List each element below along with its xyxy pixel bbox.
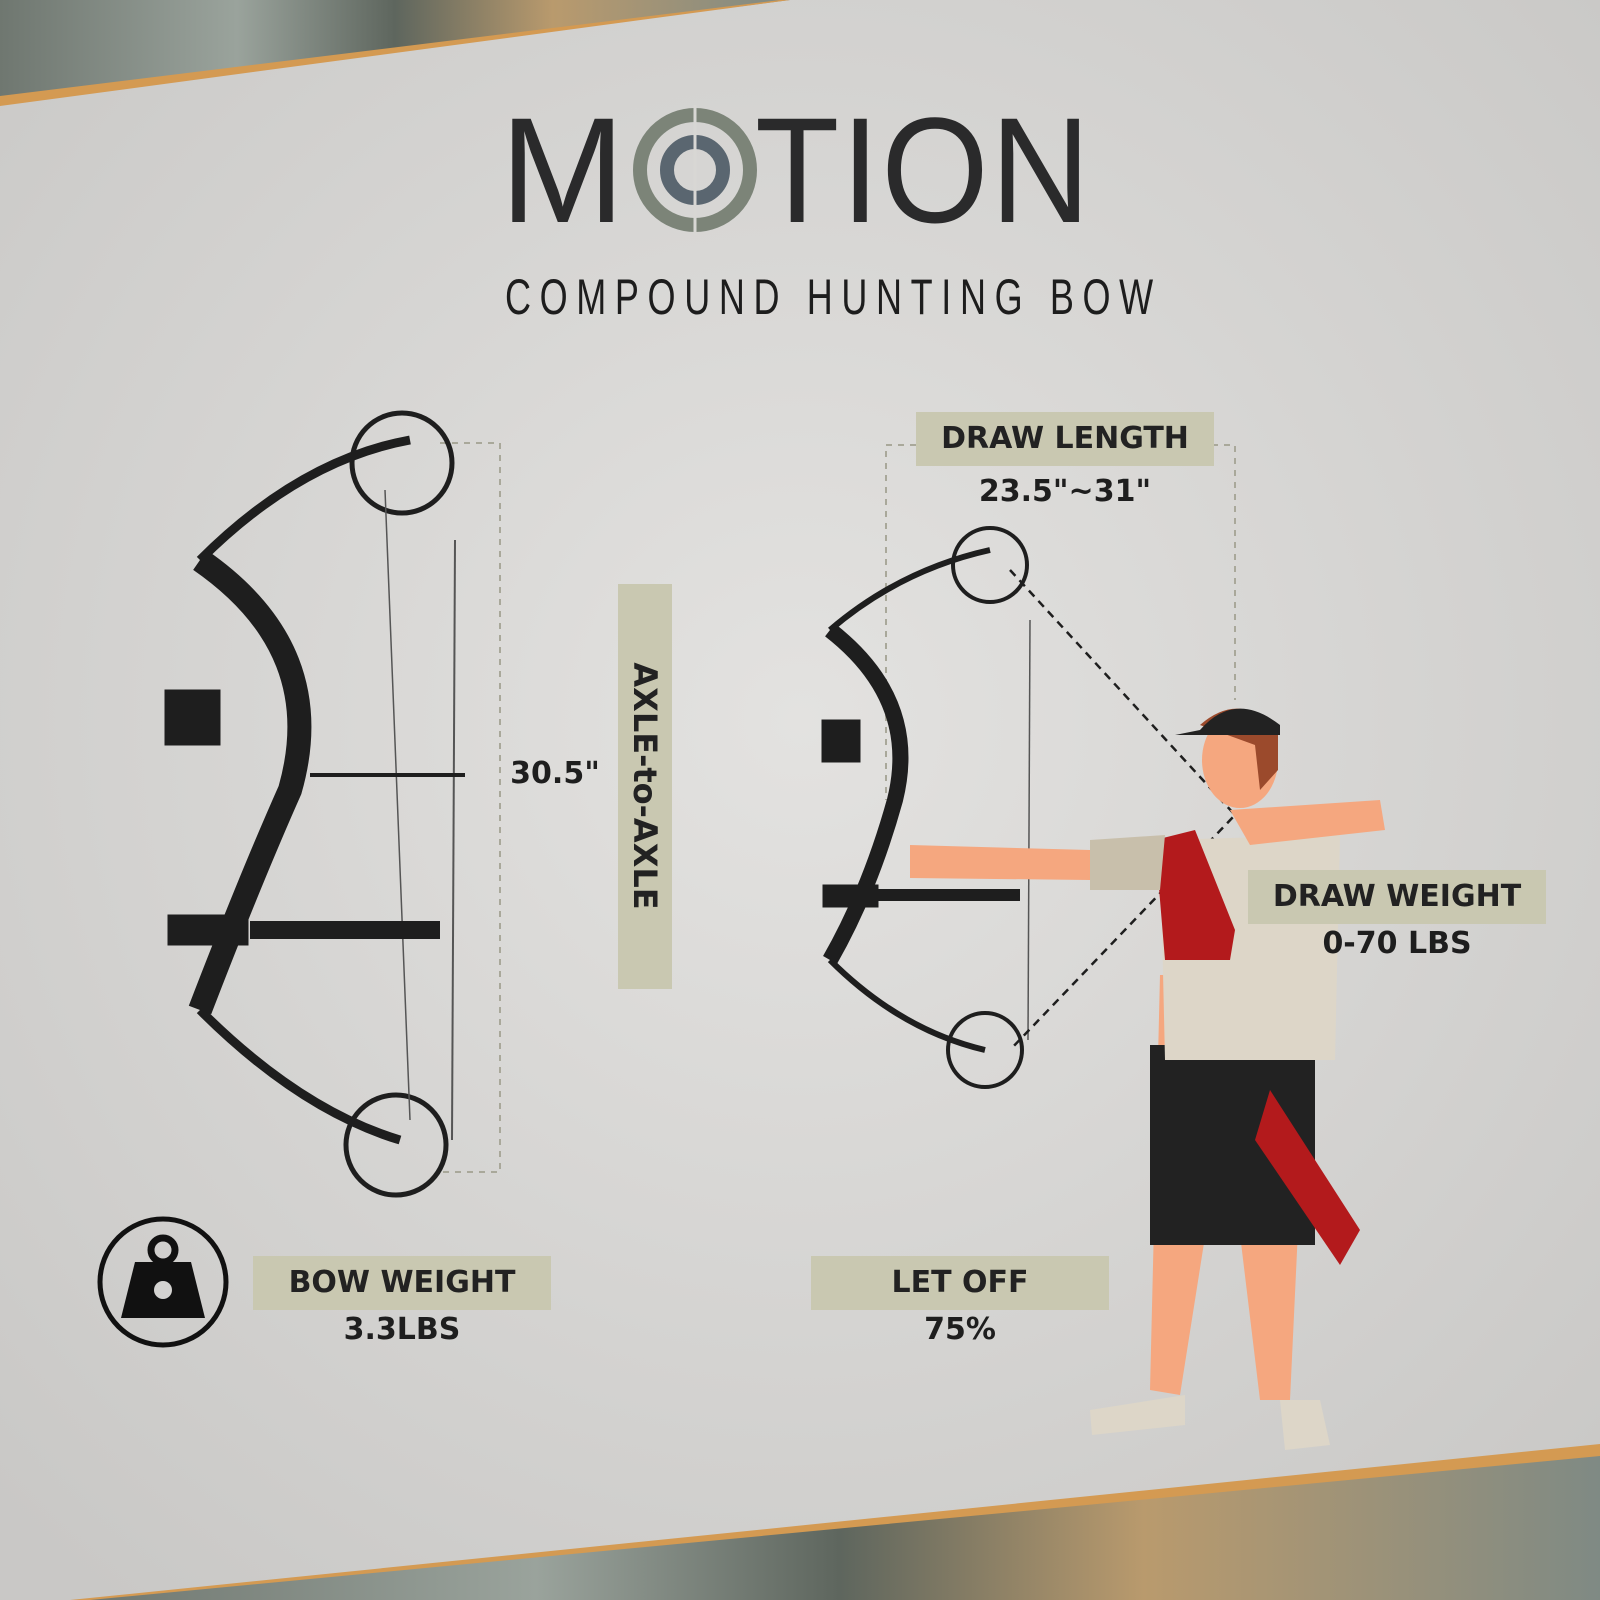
let-off-tag: LET OFF [811,1256,1109,1310]
weight-icon [97,1216,229,1348]
logo-text: TION [755,86,1093,254]
bow-drawn-icon [821,526,1237,1089]
draw-weight-tag: DRAW WEIGHT [1248,870,1546,924]
axle-to-axle-tag: AXLE-to-AXLE [618,584,672,989]
axle-to-axle-label: AXLE-to-AXLE [626,662,664,910]
top-accent-line [0,0,790,106]
target-logo-icon [633,105,757,235]
axle-to-axle-value: 30.5" [510,756,600,791]
let-off-value: 75% [924,1312,996,1347]
bow-weight-value: 3.3LBS [343,1312,461,1347]
draw-length-tag: DRAW LENGTH [916,412,1214,466]
logo-letter-m: M [500,86,627,254]
archer-figure-icon [910,708,1385,1450]
brand-logo: M TION [500,95,1090,245]
dimension-guides [440,442,1236,1173]
bow-large-icon [164,410,465,1198]
bottom-accent-line [70,1444,1600,1600]
bow-weight-tag: BOW WEIGHT [253,1256,551,1310]
draw-weight-value: 0-70 LBS [1322,926,1472,961]
draw-length-value: 23.5"~31" [978,474,1152,509]
